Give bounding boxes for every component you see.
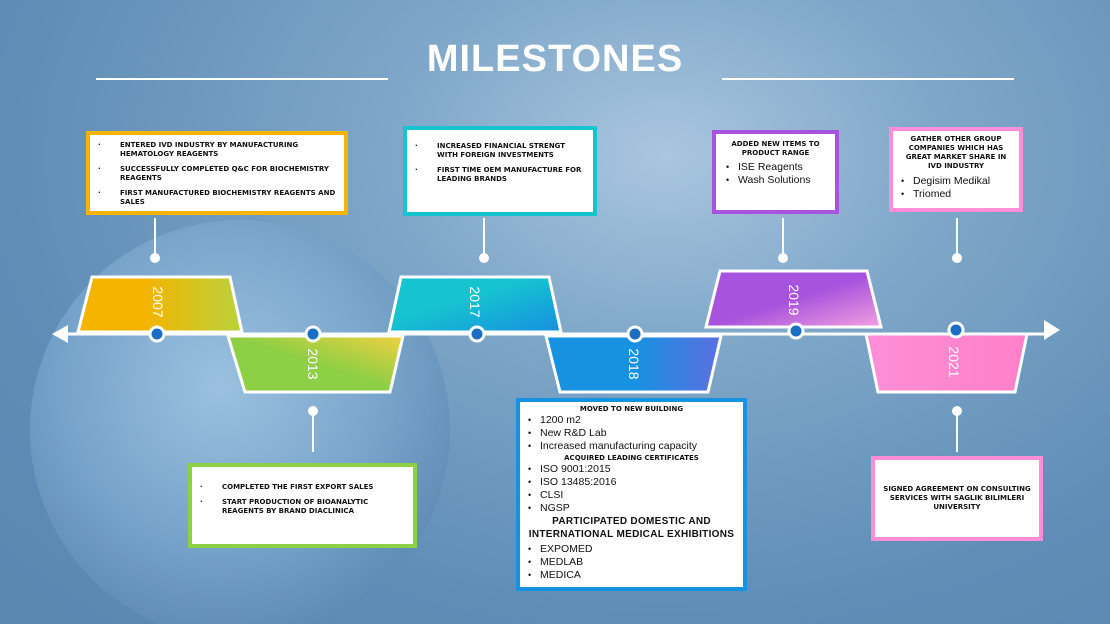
milestone-card-2013: Completed the first export sales Start p… (188, 463, 417, 548)
year-label-2013: 2013 (305, 348, 321, 380)
list-item: First manufactured biochemistry reagents… (98, 189, 336, 207)
arrow-right-icon (1044, 320, 1060, 340)
list-item: Increased manufacturing capacity (526, 440, 737, 453)
list-item: Degisim Medikal (899, 175, 1013, 188)
year-label-2018: 2018 (626, 348, 642, 380)
list-item: 1200 m2 (526, 414, 737, 427)
title-divider-right (722, 78, 1014, 80)
timeline-dot-2013 (304, 325, 322, 343)
list-item: ISO 9001:2015 (526, 463, 737, 476)
card-heading: PARTICIPATED DOMESTIC AND INTERNATIONAL … (528, 516, 735, 540)
year-shape-2013 (225, 334, 405, 394)
year-label-2017: 2017 (467, 286, 483, 318)
milestone-card-2021: GATHER OTHER GROUP COMPANIES WHICH HAS G… (889, 127, 1023, 212)
list-item: Increased financial strengt with foreign… (415, 142, 585, 160)
list-item: Start production of bioanalytic reagents… (200, 498, 405, 516)
year-label-2007: 2007 (150, 286, 166, 318)
timeline-dot-2019 (787, 322, 805, 340)
card-heading: MOVED TO NEW BUILDING (579, 405, 684, 413)
list-item: MEDLAB (526, 556, 737, 569)
milestone-card-2019: ADDED NEW ITEMS TO PRODUCT RANGE ISE Rea… (712, 130, 839, 214)
year-shape-2017 (387, 275, 563, 334)
milestone-card-2018: MOVED TO NEW BUILDING 1200 m2 New R&D La… (516, 398, 747, 591)
timeline-dot-2017 (468, 325, 486, 343)
card-heading: ADDED NEW ITEMS TO PRODUCT RANGE (731, 140, 820, 157)
milestone-card-2007: Entered IVD industry by manufacturing he… (86, 131, 348, 215)
page-title: MILESTONES (426, 38, 684, 80)
card-note: SIGNED AGREEMENT ON CONSULTING SERVICES … (883, 485, 1031, 511)
title-divider-left (96, 78, 388, 80)
card-heading: GATHER OTHER GROUP COMPANIES WHICH HAS G… (905, 135, 1007, 170)
list-item: Completed the first export sales (200, 483, 405, 492)
list-item: Triomed (899, 188, 1013, 201)
list-item: ISO 13485:2016 (526, 476, 737, 489)
milestone-card-2021-agreement: SIGNED AGREEMENT ON CONSULTING SERVICES … (871, 456, 1043, 541)
list-item: Entered IVD industry by manufacturing he… (98, 141, 336, 159)
list-item: NGSP (526, 502, 737, 515)
list-item: New R&D Lab (526, 427, 737, 440)
milestone-card-2017: Increased financial strengt with foreign… (403, 126, 597, 216)
timeline-dot-2018 (626, 325, 644, 343)
list-item: First time OEM manufacture for leading b… (415, 166, 585, 184)
year-shape-2007 (76, 275, 244, 334)
list-item: Wash Solutions (724, 174, 827, 187)
timeline-dot-2007 (148, 325, 166, 343)
arrow-left-icon (52, 325, 68, 343)
list-item: CLSI (526, 489, 737, 502)
list-item: ISE Reagents (724, 161, 827, 174)
year-shape-2018 (544, 334, 723, 394)
list-item: EXPOMED (526, 543, 737, 556)
year-label-2021: 2021 (946, 346, 962, 378)
list-item: Successfully completed Q&C for biochemis… (98, 165, 336, 183)
card-heading: ACQUIRED LEADING CERTIFICATES (564, 454, 699, 462)
list-item: MEDICA (526, 569, 737, 582)
timeline-dot-2021 (947, 321, 965, 339)
year-label-2019: 2019 (786, 284, 802, 316)
year-shape-2019 (704, 269, 883, 329)
